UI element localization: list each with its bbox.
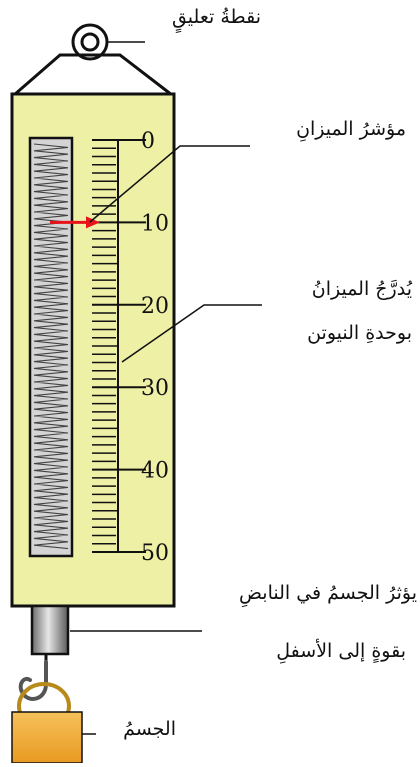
tick-label: 50 bbox=[141, 541, 169, 566]
force-label-line1: يؤثرُ الجسمُ في النابضِ bbox=[239, 582, 417, 604]
scale-ticks bbox=[92, 139, 146, 553]
hanging-point-label: نقطةُ تعليقٍ bbox=[171, 6, 261, 28]
spring-coil bbox=[33, 143, 69, 550]
metal-stem bbox=[30, 604, 70, 656]
tick-label: 0 bbox=[141, 129, 155, 154]
pointer-label: مؤشرُ الميزانِ bbox=[296, 118, 406, 140]
spring-window bbox=[28, 136, 74, 558]
mass-block bbox=[11, 711, 83, 764]
body-label: الجسمُ bbox=[123, 718, 176, 740]
pointer-leader bbox=[89, 145, 250, 223]
suspension-strap bbox=[13, 53, 173, 97]
tick-label: 30 bbox=[141, 376, 169, 401]
tick-label: 20 bbox=[141, 294, 169, 319]
scale-label-line1: يُدرَّجُ الميزانُ bbox=[311, 278, 412, 300]
scale-leader bbox=[121, 304, 262, 363]
force-label-line2: بقوةٍ إلى الأسفلِ bbox=[276, 640, 406, 662]
scale-label-line2: بوحدةِ النيوتن bbox=[307, 322, 412, 344]
tick-label: 10 bbox=[141, 211, 169, 236]
scale-tick-labels: 0 10 20 30 40 50 bbox=[141, 129, 169, 566]
tick-label: 40 bbox=[141, 459, 169, 484]
pointer-arrow bbox=[50, 216, 100, 229]
